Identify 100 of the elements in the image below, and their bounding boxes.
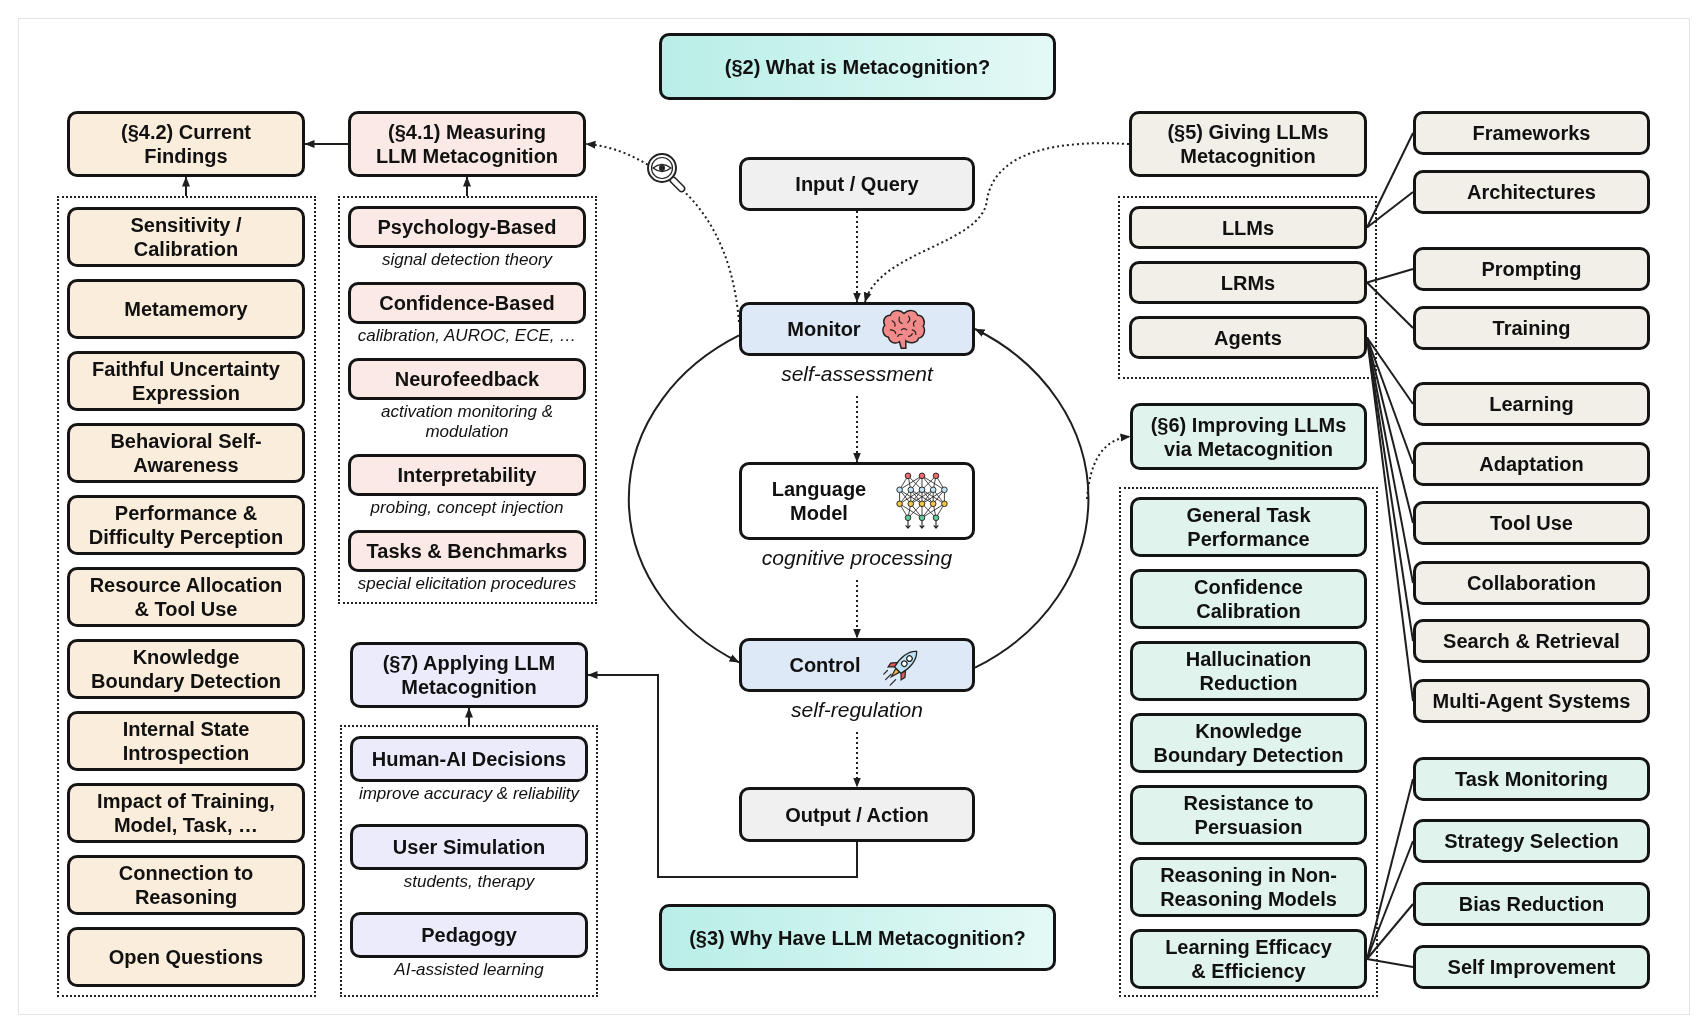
category-box bbox=[1130, 785, 1367, 845]
category-box bbox=[348, 282, 586, 324]
category-label: Interpretability bbox=[397, 463, 537, 487]
subtopic-box bbox=[1413, 679, 1650, 723]
dotted-arrow bbox=[853, 395, 861, 463]
category-box bbox=[1130, 641, 1367, 701]
category-label: Pedagogy bbox=[421, 923, 517, 947]
caption-text: activation monitoring & modulation bbox=[380, 402, 554, 442]
category-box bbox=[1130, 497, 1367, 557]
subtopic-label: Architectures bbox=[1467, 180, 1596, 204]
process-label: Language Model bbox=[770, 477, 868, 525]
dotted-arrow bbox=[585, 140, 740, 323]
category-label: LRMs bbox=[1220, 270, 1276, 295]
category-box bbox=[67, 783, 305, 843]
process-box bbox=[739, 157, 975, 211]
subtopic-box bbox=[1413, 757, 1650, 801]
arrow bbox=[463, 176, 471, 197]
arrow bbox=[182, 176, 190, 197]
subtopic-box bbox=[1413, 819, 1650, 863]
connector-line bbox=[1366, 958, 1414, 968]
category-label: Agents bbox=[1214, 325, 1282, 350]
category-box bbox=[350, 912, 588, 958]
category-label: Performance & Difficulty Perception bbox=[87, 501, 285, 549]
arrow bbox=[587, 671, 858, 878]
category-box bbox=[348, 358, 586, 400]
section-title: (§4.1) Measuring LLM Metacognition bbox=[374, 120, 560, 168]
category-label: User Simulation bbox=[392, 835, 546, 859]
caption-text: calibration, AUROC, ECE, … bbox=[357, 326, 577, 346]
connector-line bbox=[1366, 191, 1414, 229]
category-box bbox=[67, 423, 305, 483]
dotted-arrow bbox=[864, 142, 1130, 303]
subtopic-box bbox=[1413, 382, 1650, 426]
category-box bbox=[67, 639, 305, 699]
category-label: Knowledge Boundary Detection bbox=[90, 645, 282, 693]
subtopic-box bbox=[1413, 306, 1650, 350]
subtopic-label: Learning bbox=[1489, 392, 1574, 416]
section-title: (§6) Improving LLMs via Metacognition bbox=[1149, 412, 1348, 461]
subtopic-label: Search & Retrieval bbox=[1443, 629, 1620, 653]
category-label: Sensitivity / Calibration bbox=[129, 213, 243, 261]
subtopic-box bbox=[1413, 247, 1650, 291]
category-label: Resource Allocation & Tool Use bbox=[88, 573, 284, 621]
dotted-group-frame bbox=[338, 196, 597, 604]
subtopic-box bbox=[1413, 882, 1650, 926]
subtopic-label: Bias Reduction bbox=[1458, 892, 1605, 916]
category-label: Confidence-Based bbox=[379, 291, 555, 315]
subtopic-label: Self Improvement bbox=[1447, 955, 1616, 979]
subtopic-label: Strategy Selection bbox=[1444, 829, 1619, 853]
category-box bbox=[1129, 316, 1367, 359]
dotted-arrow bbox=[853, 731, 861, 788]
subtopic-label: Frameworks bbox=[1472, 121, 1591, 145]
connector-line bbox=[1366, 281, 1414, 329]
subtopic-label: Prompting bbox=[1481, 257, 1582, 281]
process-label: Control bbox=[789, 653, 861, 677]
process-label: Input / Query bbox=[795, 172, 919, 196]
connector-line bbox=[1366, 336, 1414, 524]
subtopic-box bbox=[1413, 619, 1650, 663]
section-banner bbox=[659, 33, 1056, 100]
section-box bbox=[348, 111, 586, 177]
category-box bbox=[1129, 206, 1367, 249]
category-label: Resistance to Persuasion bbox=[1182, 791, 1315, 839]
subtopic-box bbox=[1413, 501, 1650, 545]
category-box bbox=[348, 206, 586, 248]
subtopic-label: Adaptation bbox=[1479, 452, 1584, 476]
process-box bbox=[739, 302, 975, 356]
process-box bbox=[739, 462, 975, 540]
dotted-group-frame bbox=[1119, 487, 1378, 997]
connector-line bbox=[1366, 903, 1414, 960]
subtopic-label: Multi-Agent Systems bbox=[1432, 689, 1631, 713]
subtopic-label: Collaboration bbox=[1467, 571, 1596, 595]
category-label: Confidence Calibration bbox=[1193, 575, 1304, 623]
section-banner bbox=[659, 904, 1056, 971]
category-box bbox=[1130, 929, 1367, 989]
category-label: General Task Performance bbox=[1185, 503, 1312, 551]
connector-line bbox=[1366, 132, 1414, 229]
category-box bbox=[67, 351, 305, 411]
arrow bbox=[974, 328, 1089, 669]
category-box bbox=[67, 207, 305, 267]
section-title: (§4.2) Current Findings bbox=[120, 120, 252, 168]
section-box bbox=[1130, 403, 1367, 470]
category-box bbox=[350, 824, 588, 870]
subtopic-box bbox=[1413, 945, 1650, 989]
section-box bbox=[67, 111, 305, 177]
category-box bbox=[1130, 857, 1367, 917]
category-label: Internal State Introspection bbox=[121, 717, 251, 765]
caption-text: AI-assisted learning bbox=[394, 960, 544, 980]
connector-line bbox=[1366, 268, 1414, 284]
category-label: Reasoning in Non-Reasoning Models bbox=[1159, 863, 1338, 911]
section-title: (§7) Applying LLM Metacognition bbox=[381, 651, 557, 699]
category-label: Human-AI Decisions bbox=[371, 747, 567, 771]
category-box bbox=[67, 855, 305, 915]
category-box bbox=[348, 454, 586, 496]
category-label: Faithful Uncertainty Expression bbox=[91, 357, 281, 405]
arrow bbox=[304, 140, 349, 148]
caption-text: cognitive processing bbox=[761, 545, 953, 571]
dotted-arrow bbox=[853, 210, 861, 303]
caption-text: improve accuracy & reliability bbox=[358, 784, 580, 804]
section-box bbox=[350, 642, 588, 708]
caption-text: signal detection theory bbox=[381, 250, 553, 270]
subtopic-label: Task Monitoring bbox=[1455, 767, 1608, 791]
arrow bbox=[465, 707, 473, 726]
